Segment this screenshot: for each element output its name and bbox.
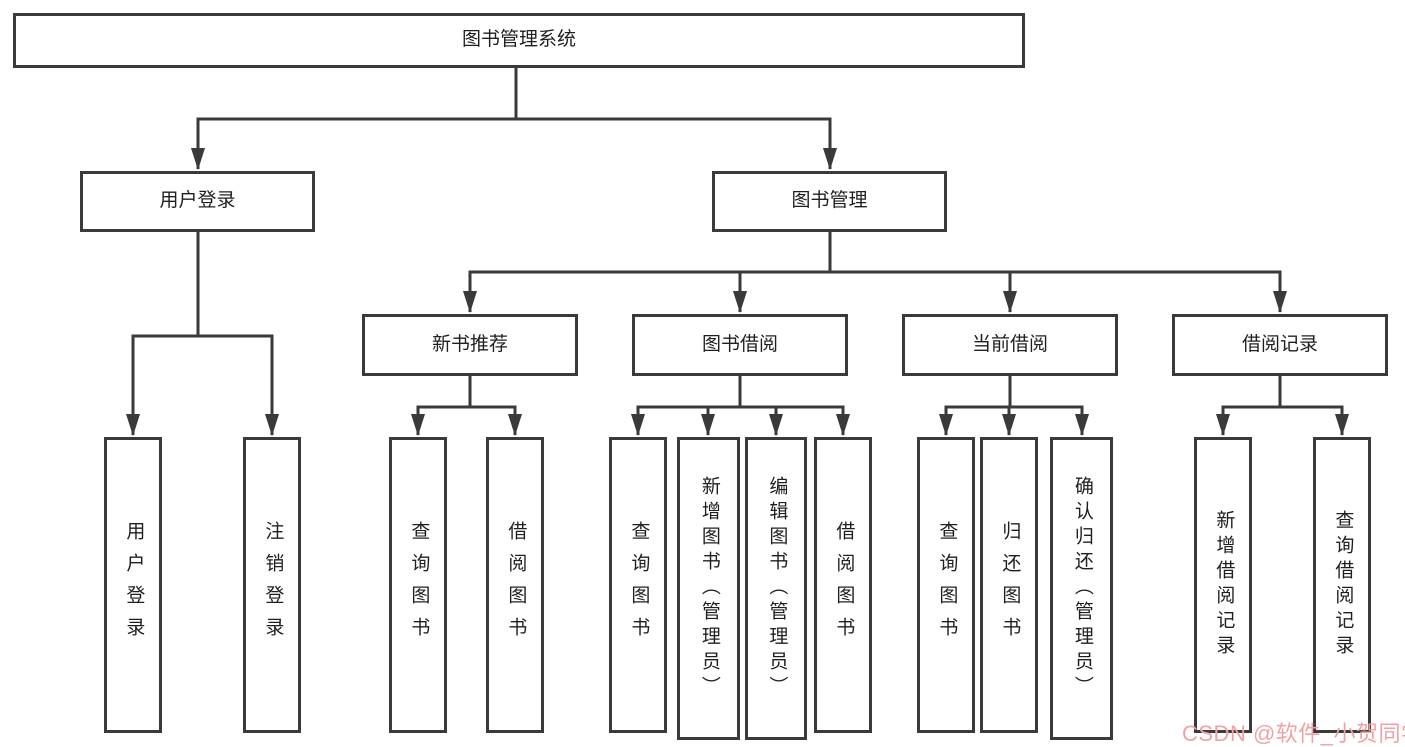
leaf-current-confirm-return-admin: 确认归还（管理员） [1050, 437, 1113, 740]
leaf-borrowing-borrow-books: 借阅图书 [814, 437, 872, 733]
leaf-borrowing-edit-books-admin: 编辑图书（管理员） [745, 437, 807, 740]
node-user-login: 用户登录 [80, 171, 315, 232]
node-book-borrowing: 图书借阅 [632, 314, 848, 376]
leaf-current-return-books: 归还图书 [980, 437, 1038, 733]
node-borrowing-records: 借阅记录 [1172, 314, 1388, 376]
leaf-logout: 注销登录 [243, 437, 301, 733]
leaf-records-query-record: 查询借阅记录 [1313, 437, 1371, 733]
leaf-user-login: 用户登录 [104, 437, 162, 733]
leaf-borrowing-query-books: 查询图书 [609, 437, 667, 733]
leaf-borrowing-add-books-admin: 新增图书（管理员） [677, 437, 740, 740]
leaf-recommend-query-books: 查询图书 [389, 437, 447, 733]
leaf-records-add-record: 新增借阅记录 [1194, 437, 1252, 733]
node-new-book-recommendation: 新书推荐 [362, 314, 578, 376]
node-current-borrowing: 当前借阅 [902, 314, 1118, 376]
node-book-management: 图书管理 [712, 171, 947, 232]
node-library-management-system: 图书管理系统 [13, 13, 1025, 68]
leaf-recommend-borrow-books: 借阅图书 [486, 437, 544, 733]
leaf-current-query-books: 查询图书 [917, 437, 975, 733]
csdn-watermark: CSDN @软件_小贺同学 [1182, 721, 1405, 746]
